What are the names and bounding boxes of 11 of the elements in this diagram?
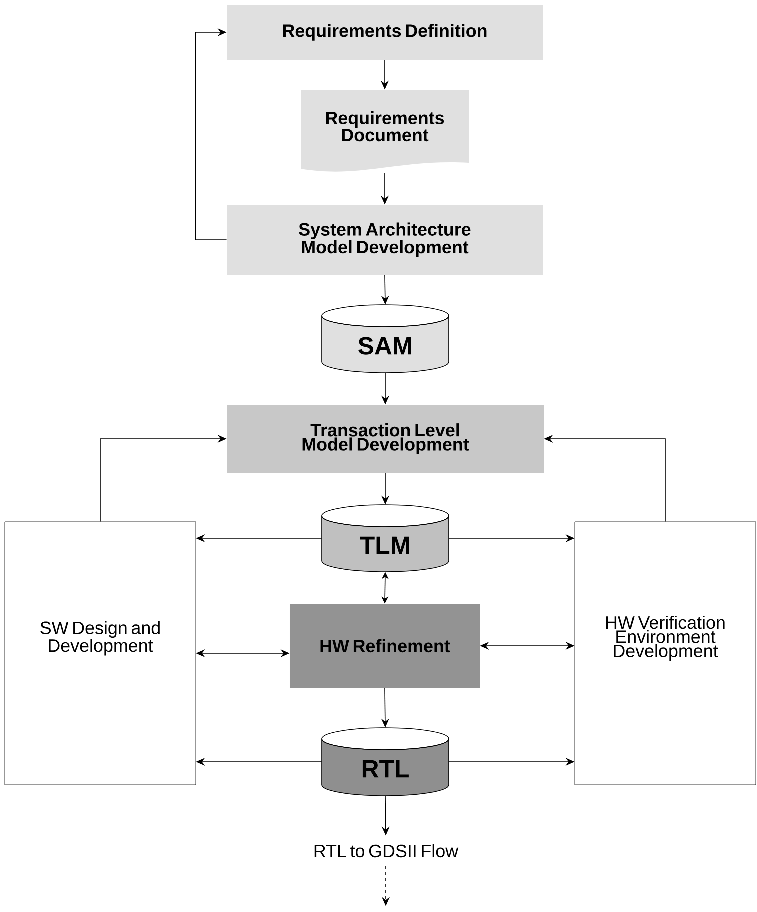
arrow (195, 28, 228, 240)
process-box: SW Design and Development (4, 522, 196, 786)
flow-label: RTL to GDSII Flow (314, 844, 459, 858)
database-cylinder: TLM (322, 504, 450, 572)
database-cylinder: SAM (322, 304, 450, 374)
process-box: HW Refinement (290, 604, 480, 688)
process-box: Transaction Level Model Development (227, 405, 544, 473)
process-box: System Architecture Model Development (227, 205, 543, 275)
database-cylinder: RTL (322, 728, 450, 796)
process-box: HW Verification Environment Development (574, 522, 756, 786)
process-box: Requirements Definition (227, 5, 543, 60)
